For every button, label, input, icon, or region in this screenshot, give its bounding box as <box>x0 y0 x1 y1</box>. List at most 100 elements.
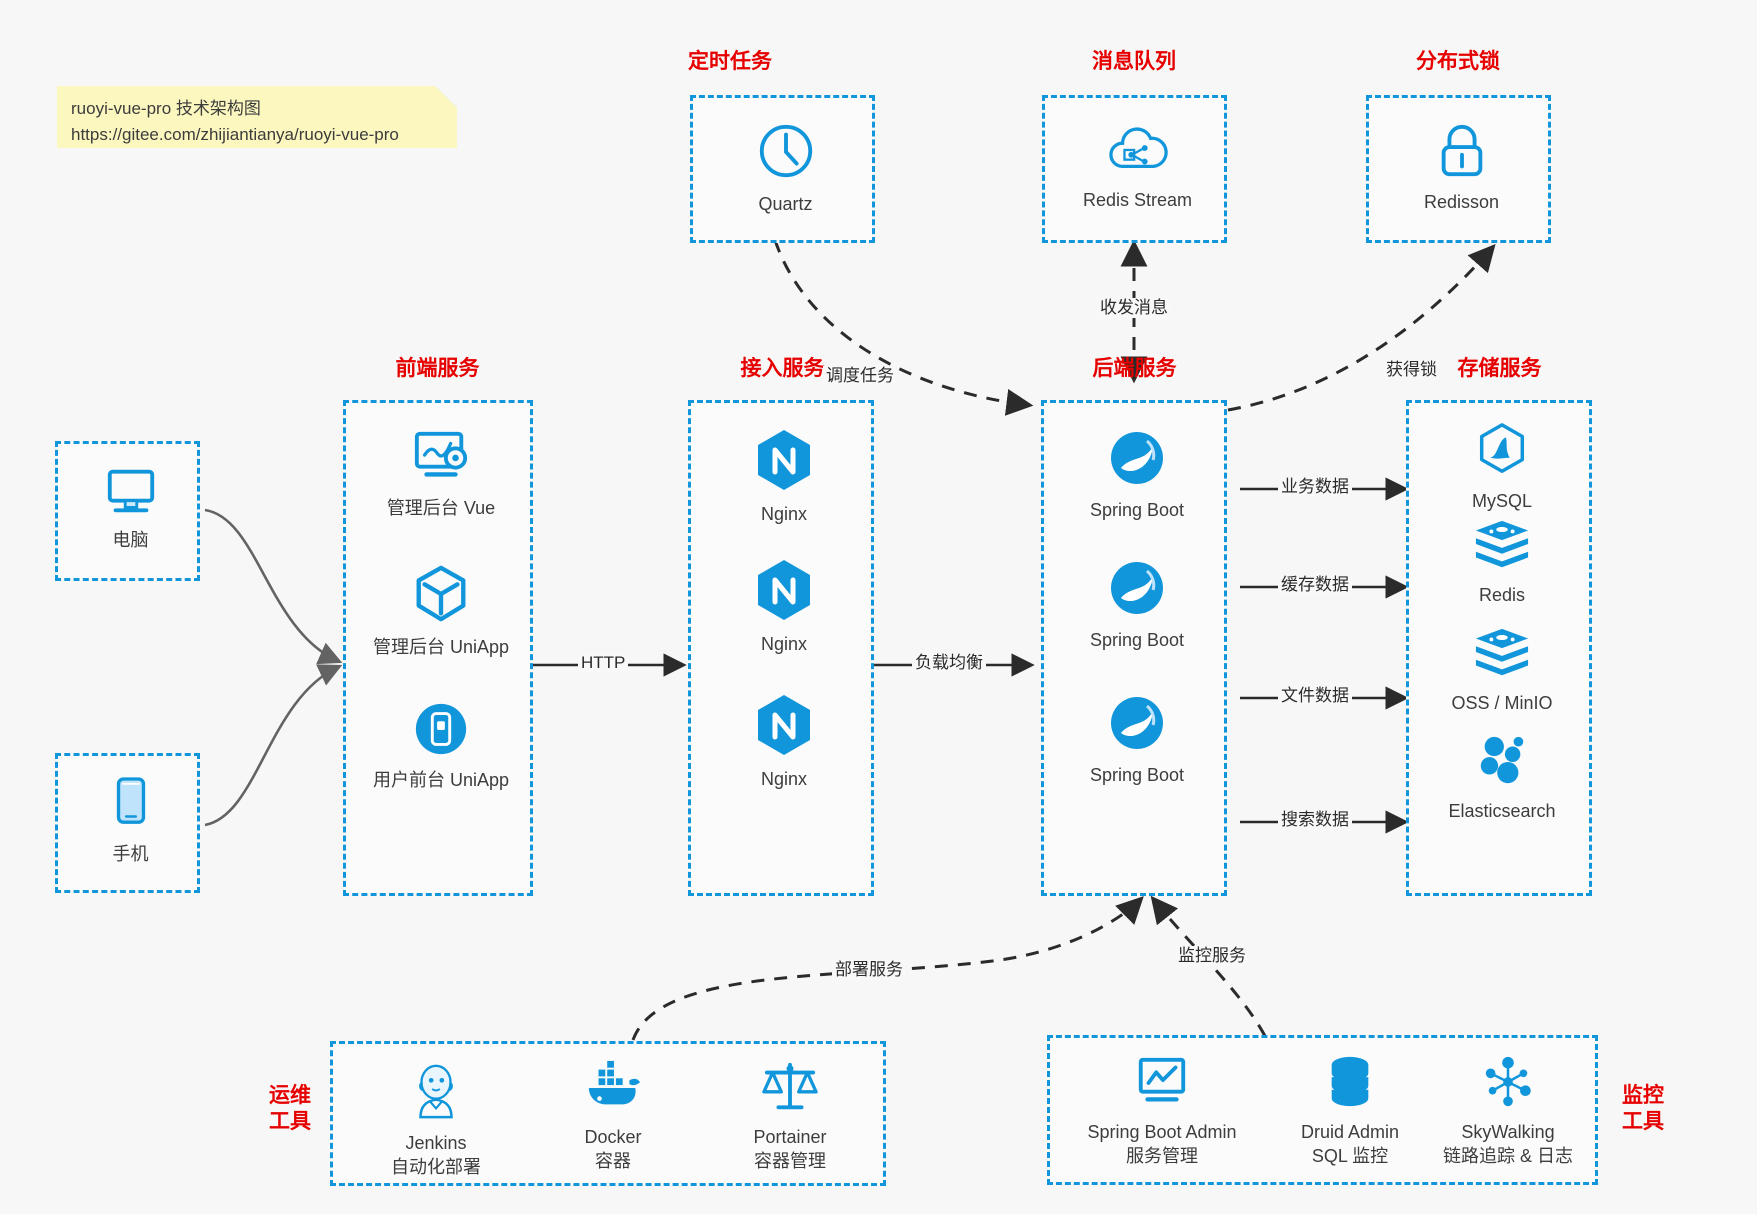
node-label: Redis <box>1478 585 1526 605</box>
database-icon <box>1270 1054 1430 1115</box>
node-jenkins[interactable]: Jenkins 自动化部署 <box>351 1059 521 1180</box>
edge-label-send-receive: 收发消息 <box>1097 298 1171 319</box>
nginx-icon <box>691 693 877 762</box>
spring-boot-icon <box>1044 693 1230 758</box>
nginx-icon <box>691 558 877 627</box>
portainer-scale-icon <box>705 1059 875 1120</box>
edge-label-schedule-task: 调度任务 <box>823 366 897 387</box>
node-mysql[interactable]: MySQL <box>1409 421 1595 513</box>
jenkins-icon <box>351 1059 521 1126</box>
node-label: 管理后台 Vue <box>386 498 496 518</box>
node-admin-uniapp[interactable]: 管理后台 UniApp <box>346 563 536 659</box>
node-mobile[interactable]: 手机 <box>58 774 203 866</box>
node-spring-boot-3[interactable]: Spring Boot <box>1044 693 1230 787</box>
node-label: OSS / MinIO <box>1451 693 1553 713</box>
node-label: Spring Boot <box>1089 500 1185 520</box>
cloud-stream-icon <box>1045 120 1230 183</box>
note-line-2: https://gitee.com/zhijiantianya/ruoyi-vu… <box>71 125 399 145</box>
node-portainer[interactable]: Portainer 容器管理 <box>705 1059 875 1174</box>
oss-minio-icon <box>1409 625 1595 686</box>
section-frontend[interactable]: 管理后台 Vue 管理后台 UniApp 用户前台 UniApp <box>343 400 533 896</box>
monitoring-title-line-1: 监控 <box>1622 1084 1664 1107</box>
node-redis[interactable]: Redis <box>1409 517 1595 607</box>
node-label: MySQL <box>1471 491 1532 511</box>
section-title-distributed-lock: 分布式锁 <box>1416 50 1500 73</box>
node-spring-boot-admin[interactable]: Spring Boot Admin 服务管理 <box>1062 1054 1262 1169</box>
note-line-1: ruoyi-vue-pro 技术架构图 <box>71 99 261 118</box>
edge-label-business-data: 业务数据 <box>1278 477 1352 498</box>
node-redis-stream[interactable]: Redis Stream <box>1045 120 1230 212</box>
node-spring-boot-1[interactable]: Spring Boot <box>1044 428 1230 522</box>
diagram-note: ruoyi-vue-pro 技术架构图 https://gitee.com/zh… <box>57 86 457 148</box>
node-label: Portainer <box>753 1127 827 1147</box>
spring-boot-icon <box>1044 558 1230 623</box>
node-label: 管理后台 UniApp <box>372 637 510 657</box>
node-sublabel: 自动化部署 <box>391 1157 481 1178</box>
node-user-uniapp[interactable]: 用户前台 UniApp <box>346 700 536 792</box>
wire-mobile-to-frontend <box>204 664 343 827</box>
node-sublabel: 容器管理 <box>754 1151 826 1172</box>
edge-label-load-balance: 负载均衡 <box>912 653 986 674</box>
node-nginx-3[interactable]: Nginx <box>691 693 877 791</box>
elasticsearch-icon <box>1409 733 1595 794</box>
node-admin-vue[interactable]: 管理后台 Vue <box>346 428 536 520</box>
edge-label-acquire-lock: 获得锁 <box>1383 360 1440 381</box>
node-label: Nginx <box>760 634 808 654</box>
node-docker[interactable]: Docker 容器 <box>528 1059 698 1174</box>
node-skywalking[interactable]: SkyWalking 链路追踪 & 日志 <box>1418 1054 1598 1169</box>
edge-label-http: HTTP <box>578 653 629 674</box>
section-title-storage: 存储服务 <box>1457 357 1542 380</box>
section-devops[interactable]: Jenkins 自动化部署 Docker 容器 <box>330 1041 886 1186</box>
node-oss-minio[interactable]: OSS / MinIO <box>1409 625 1595 715</box>
section-title-frontend: 前端服务 <box>395 357 480 380</box>
section-monitoring[interactable]: Spring Boot Admin 服务管理 Druid Admin SQL 监… <box>1047 1035 1598 1185</box>
node-label: Nginx <box>760 504 808 524</box>
section-title-scheduled-task: 定时任务 <box>688 50 772 73</box>
node-sublabel: 链路追踪 & 日志 <box>1442 1146 1573 1167</box>
edge-label-search-data: 搜索数据 <box>1278 810 1352 831</box>
node-label: 手机 <box>112 844 149 864</box>
nginx-icon <box>691 428 877 497</box>
node-nginx-2[interactable]: Nginx <box>691 558 877 656</box>
edge-label-cache-data: 缓存数据 <box>1278 575 1352 596</box>
mysql-icon <box>1409 421 1595 484</box>
node-label: Nginx <box>760 769 808 789</box>
desktop-monitor-icon <box>58 464 203 523</box>
section-gateway[interactable]: Nginx Nginx Nginx <box>688 400 874 896</box>
node-elasticsearch[interactable]: Elasticsearch <box>1409 733 1595 823</box>
node-sublabel: SQL 监控 <box>1311 1146 1389 1167</box>
node-desktop[interactable]: 电脑 <box>58 464 203 552</box>
node-druid-admin[interactable]: Druid Admin SQL 监控 <box>1270 1054 1430 1169</box>
node-label: Redis Stream <box>1082 190 1193 210</box>
wire-monitor-service <box>1150 895 1267 1037</box>
node-spring-boot-2[interactable]: Spring Boot <box>1044 558 1230 652</box>
wire-desktop-to-frontend <box>204 508 343 665</box>
node-redisson[interactable]: Redisson <box>1369 120 1554 214</box>
section-message-queue[interactable]: Redis Stream <box>1042 95 1227 243</box>
section-scheduled-task[interactable]: Quartz <box>690 95 875 243</box>
node-label: Spring Boot <box>1089 765 1185 785</box>
section-backend[interactable]: Spring Boot Spring Boot Spring Boot <box>1041 400 1227 896</box>
clock-icon <box>693 120 878 187</box>
section-distributed-lock[interactable]: Redisson <box>1366 95 1551 243</box>
redis-icon <box>1409 517 1595 578</box>
section-title-devops: 运维 工具 <box>255 1083 325 1136</box>
section-storage[interactable]: MySQL Redis <box>1406 400 1592 896</box>
section-title-message-queue: 消息队列 <box>1092 50 1176 73</box>
node-label: Jenkins <box>405 1133 467 1153</box>
mobile-phone-icon <box>58 774 203 837</box>
edge-label-monitor-service: 监控服务 <box>1175 946 1249 967</box>
docker-icon <box>528 1059 698 1120</box>
node-label: 电脑 <box>112 530 149 550</box>
cube-icon <box>346 563 536 630</box>
node-label: Quartz <box>758 194 813 214</box>
node-label: Spring Boot <box>1089 630 1185 650</box>
devops-title-line-2: 工具 <box>269 1110 311 1134</box>
node-quartz[interactable]: Quartz <box>693 120 878 216</box>
edge-label-deploy-service: 部署服务 <box>832 960 906 981</box>
client-mobile-box[interactable]: 手机 <box>55 753 200 893</box>
node-nginx-1[interactable]: Nginx <box>691 428 877 526</box>
section-title-gateway: 接入服务 <box>740 357 825 380</box>
client-desktop-box[interactable]: 电脑 <box>55 441 200 581</box>
